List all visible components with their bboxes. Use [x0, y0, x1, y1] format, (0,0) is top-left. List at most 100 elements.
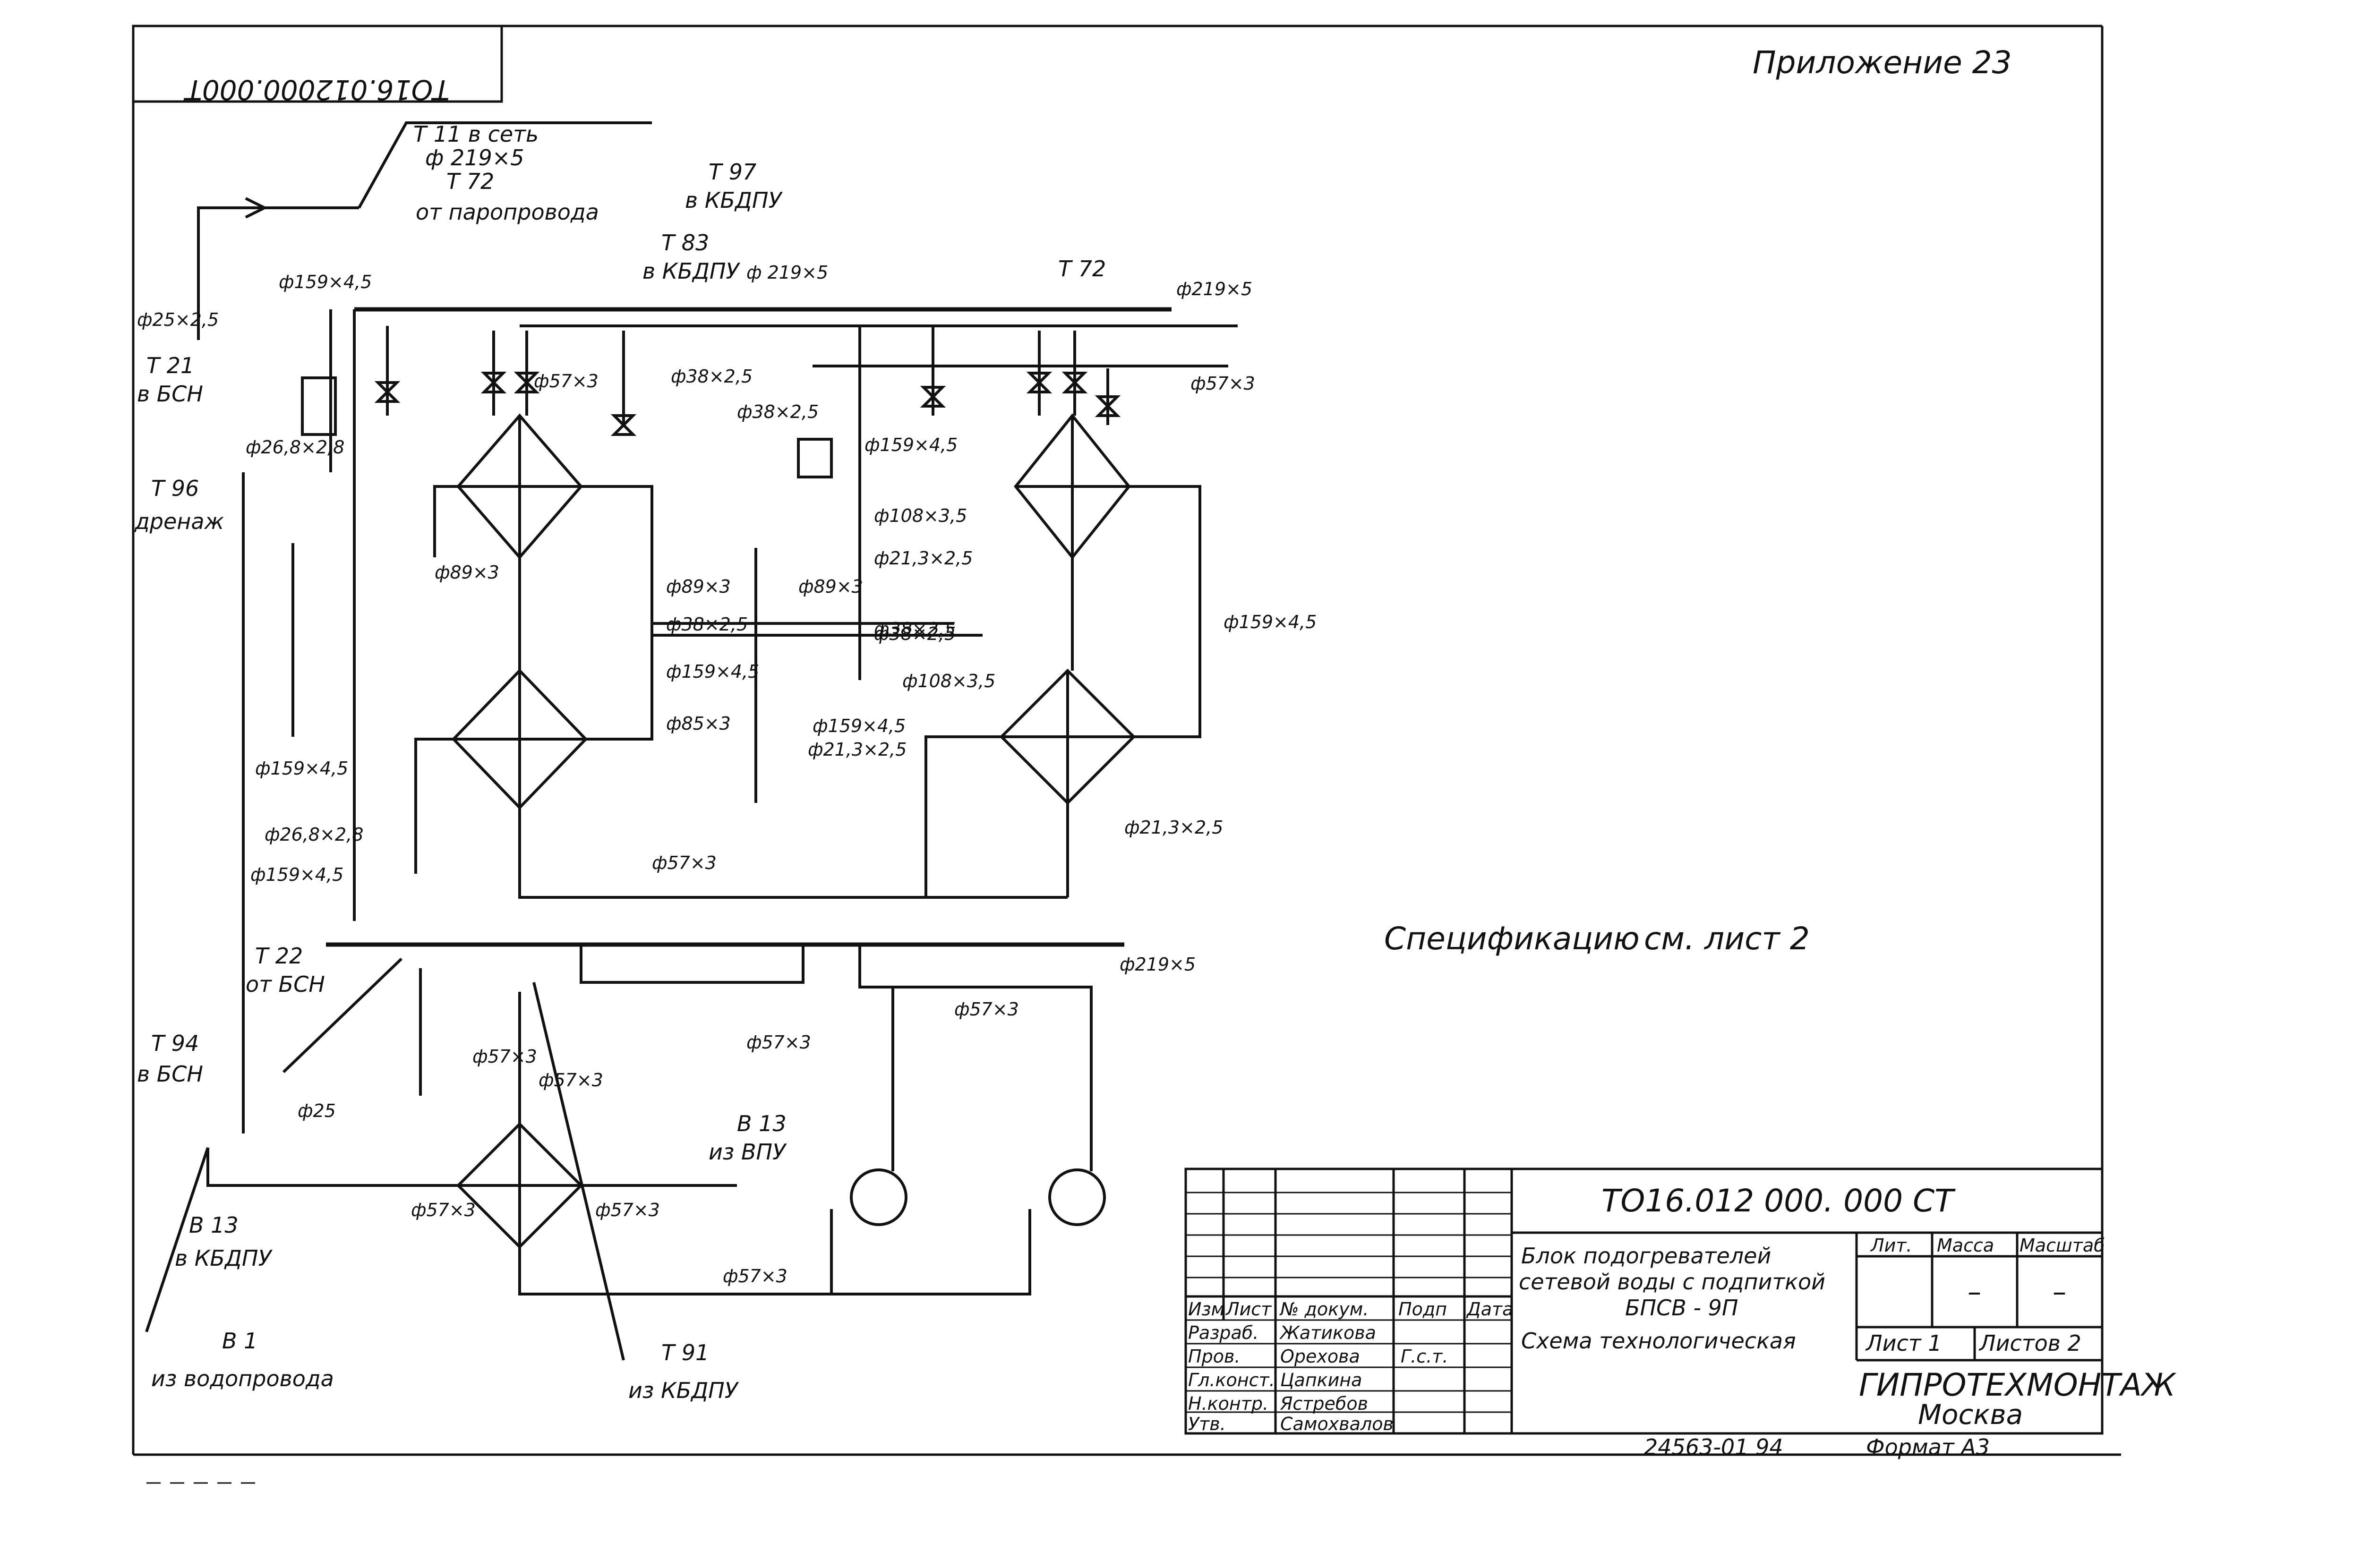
- size-label: ф159×4,5: [1224, 612, 1317, 632]
- name-nkontr: Ястребов: [1280, 1393, 1368, 1414]
- size-label: ф57×3: [746, 1032, 811, 1053]
- vessel-4: [301, 376, 337, 436]
- line-t21: Т 21 в БСН: [137, 353, 203, 407]
- size-label: ф57×3: [411, 1200, 476, 1220]
- line-b1: В 1 из водопровода: [151, 1328, 334, 1391]
- size-label: ф21,3×2,5: [874, 548, 973, 569]
- mass-value: –: [1968, 1276, 1981, 1308]
- col-doc: № докум.: [1279, 1299, 1369, 1320]
- size-label: ф 219×5: [746, 262, 828, 283]
- size-label: ф89×3: [435, 562, 499, 583]
- line-t22-desc: от БСН: [246, 971, 325, 997]
- size-label: ф25×2,5: [137, 309, 219, 330]
- pipe-hx1-left: [433, 485, 472, 557]
- spec-note: Спецификацию: [1384, 920, 1640, 957]
- pipe-hx1-right: [581, 485, 653, 661]
- line-t96-desc: дренаж: [134, 509, 224, 534]
- size-label: ф38×2,5: [874, 619, 956, 639]
- scale-value: –: [2053, 1276, 2066, 1308]
- pipe-b13-left: [206, 1148, 458, 1187]
- pump-5-right: [1048, 1168, 1106, 1226]
- valve-stack-right: [920, 326, 1121, 425]
- doc-title-line2: сетевой воды с подпиткой: [1519, 1269, 1825, 1295]
- pipe-hx2-left: [414, 738, 454, 874]
- mirrored-code-box: [132, 25, 503, 103]
- size-label: ф25: [298, 1100, 336, 1121]
- sheet-label: Лист 1: [1865, 1330, 1942, 1356]
- heat-exchanger-1-upper-right: [1014, 413, 1131, 560]
- size-label: ф57×3: [539, 1070, 603, 1091]
- col-izm: Изм: [1188, 1299, 1224, 1320]
- sheet-format: Формат А3: [1866, 1434, 1990, 1460]
- size-label: ф57×3: [652, 852, 717, 873]
- doc-code: ТО16.012 000. 000 СТ: [1601, 1183, 1956, 1219]
- line-t83-code: Т 83: [661, 230, 709, 256]
- line-t97-code: Т 97: [709, 159, 756, 185]
- org-city: Москва: [1918, 1398, 2023, 1431]
- line-b13a: В 13 из ВПУ: [709, 1111, 787, 1165]
- pipe-size-labels: ф 219×5 ф159×4,5 ф25×2,5 ф26,8×2,8 ф57×3…: [137, 262, 1317, 1287]
- name-glkonstr: Цапкина: [1280, 1370, 1362, 1390]
- mass-label: Масса: [1937, 1235, 1994, 1256]
- role-glkonstr: Гл.конст.: [1188, 1370, 1275, 1390]
- line-t91-code: Т 91: [661, 1340, 709, 1365]
- scale-label: Масштаб: [2020, 1235, 2105, 1256]
- line-t83: Т 83 в КБДПУ: [642, 230, 740, 284]
- pipe-pump-suction: [830, 1209, 1031, 1295]
- valve-stack-left: [374, 326, 637, 436]
- size-label: ф57×3: [472, 1046, 537, 1067]
- size-label: ф89×3: [666, 576, 731, 597]
- size-label: ф159×4,5: [250, 864, 343, 885]
- size-label: ф57×3: [595, 1200, 660, 1220]
- size-label: ф108×3,5: [874, 505, 967, 526]
- line-t22-code: Т 22: [255, 943, 303, 969]
- size-label: ф21,3×2,5: [808, 739, 907, 760]
- line-t96-code: Т 96: [151, 476, 199, 501]
- line-t94-code: Т 94: [151, 1031, 199, 1056]
- line-b13b-desc: в КБДПУ: [175, 1245, 273, 1271]
- col-sign: Подп: [1398, 1299, 1447, 1320]
- heat-exchanger-2-lower-left: [451, 668, 588, 810]
- line-t91: Т 91 из КБДПУ: [628, 1340, 739, 1403]
- line-b13a-desc: из ВПУ: [709, 1139, 787, 1165]
- line-t72a-desc: от паропровода: [416, 199, 599, 225]
- line-t97-desc: в КБДПУ: [685, 187, 783, 213]
- pump-5-left: [850, 1168, 907, 1226]
- size-label: ф159×4,5: [279, 272, 372, 292]
- heat-exchanger-2-lower-right: [999, 668, 1136, 805]
- org-name: ГИПРОТЕХМОНТАЖ: [1859, 1367, 2177, 1403]
- size-label: ф219×5: [1176, 279, 1252, 299]
- role-nkontr: Н.контр.: [1188, 1393, 1268, 1414]
- size-label: ф38×2,5: [671, 366, 753, 387]
- line-b13a-code: В 13: [737, 1111, 787, 1136]
- pipe-hx2-right: [586, 661, 653, 741]
- size-label: ф85×3: [666, 713, 731, 734]
- heat-exchanger-1-upper-left: [456, 413, 583, 560]
- size-label: ф21,3×2,5: [1124, 817, 1223, 838]
- size-label: ф159×4,5: [813, 716, 906, 736]
- inventory-number: 24563-01 94: [1644, 1434, 1783, 1460]
- pipe-t11-up: [358, 121, 652, 209]
- pipe-t11-arrow: [245, 197, 268, 219]
- line-t11-code: Т 11 в сеть: [413, 121, 539, 147]
- role-utv: Утв.: [1188, 1414, 1226, 1434]
- pipe-hx1r-right: [1129, 485, 1201, 738]
- line-t21-desc: в БСН: [137, 381, 203, 407]
- size-label: ф159×4,5: [666, 661, 759, 682]
- size-label: ф38×2,5: [737, 401, 819, 422]
- line-t72a-code: Т 72: [446, 169, 494, 194]
- col-date: Дата: [1466, 1299, 1513, 1320]
- line-t22: Т 22 от БСН: [246, 943, 325, 997]
- title-block: [1184, 1167, 2104, 1435]
- size-label: ф219×5: [1120, 954, 1196, 975]
- size-label: ф26,8×2,8: [246, 437, 344, 458]
- size-label: ф38×2,5: [874, 623, 956, 644]
- lit-label: Лит.: [1870, 1235, 1912, 1256]
- size-label: ф57×3: [723, 1266, 787, 1287]
- pipe-lower-valves: [580, 945, 804, 984]
- pipe-hx2r-left: [924, 735, 1001, 897]
- pipe-t11: [197, 206, 359, 340]
- pipe-mixer-bottom: [518, 1247, 831, 1295]
- role-razrab: Разраб.: [1188, 1322, 1258, 1343]
